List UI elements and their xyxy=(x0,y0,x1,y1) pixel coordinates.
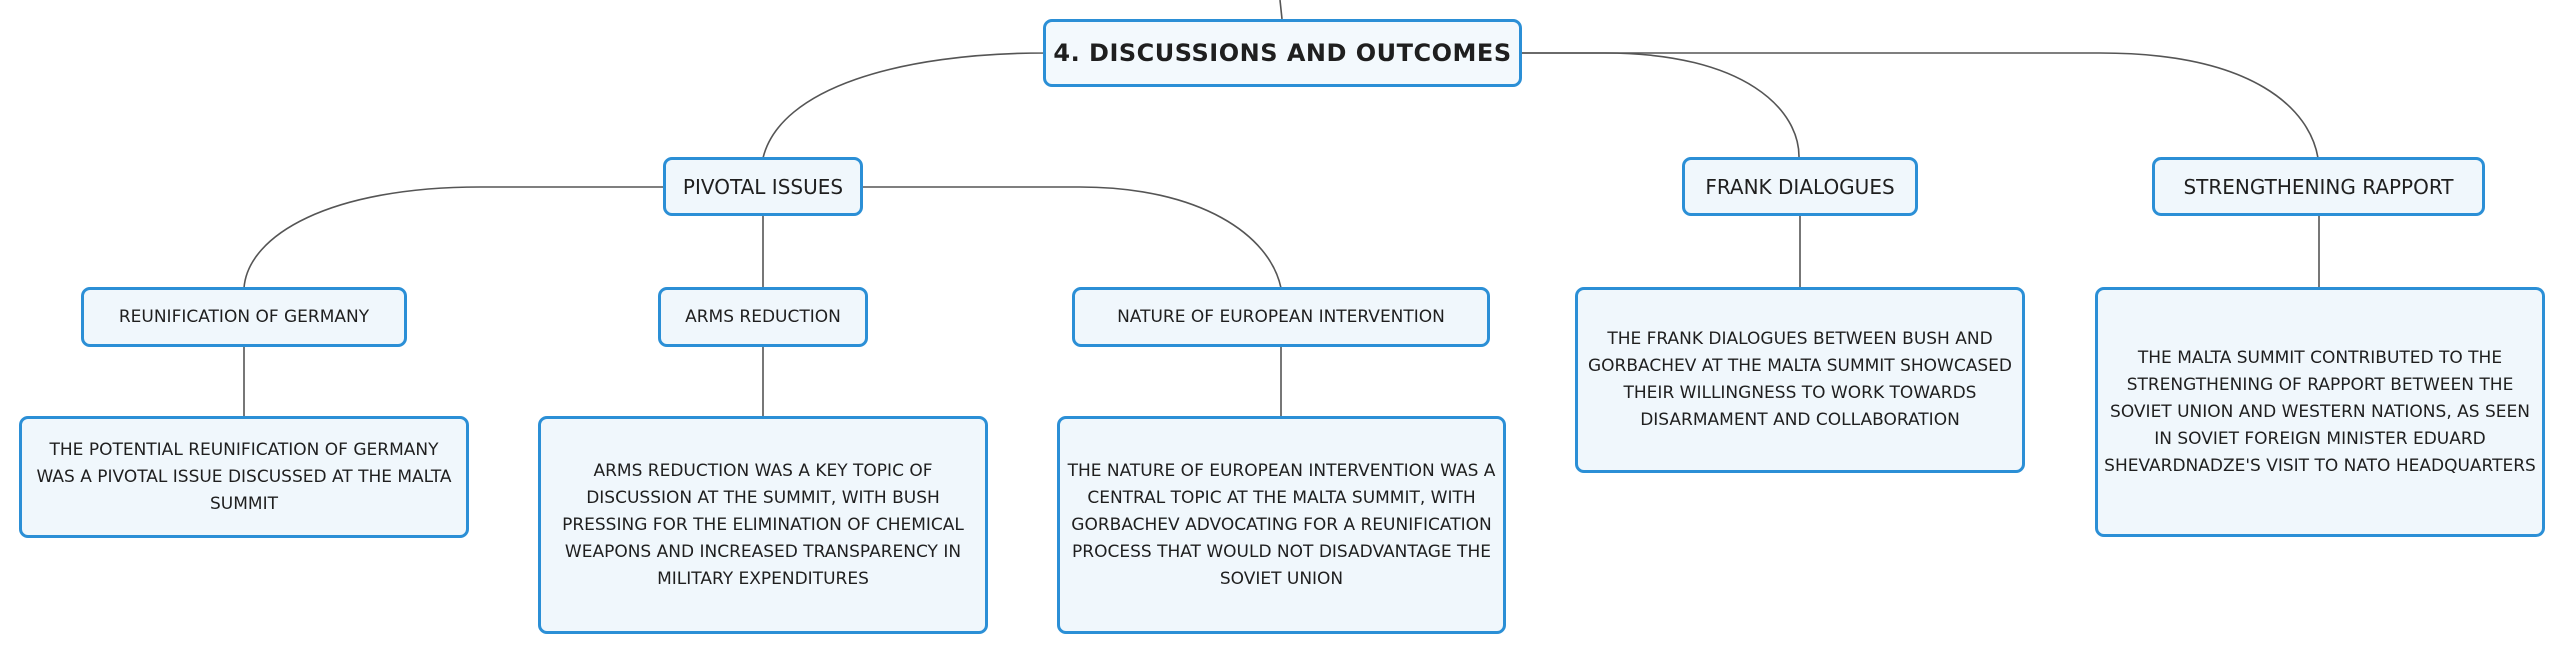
description-text: THE POTENTIAL REUNIFICATION OF GERMANY W… xyxy=(36,439,452,514)
branch-frank-dialogues[interactable]: FRANK DIALOGUES xyxy=(1682,157,1918,216)
connector-root-parent xyxy=(1279,0,1283,20)
branch-strengthening-rapport[interactable]: STRENGTHENING RAPPORT xyxy=(2152,157,2485,216)
root-node[interactable]: 4. DISCUSSIONS AND OUTCOMES xyxy=(1043,19,1522,87)
topic-label: REUNIFICATION OF GERMANY xyxy=(118,307,370,327)
connector-pivotal-european xyxy=(863,186,1282,289)
description-frank-dialogues[interactable]: THE FRANK DIALOGUES BETWEEN BUSH AND GOR… xyxy=(1575,287,2025,473)
description-text: THE NATURE OF EUROPEAN INTERVENTION WAS … xyxy=(1067,460,1496,589)
description-text: THE MALTA SUMMIT CONTRIBUTED TO THE STRE… xyxy=(2104,347,2536,476)
branch-pivotal-issues[interactable]: PIVOTAL ISSUES xyxy=(663,157,863,216)
connector-root-frank xyxy=(1522,52,1800,159)
root-node-label: 4. DISCUSSIONS AND OUTCOMES xyxy=(1053,39,1512,67)
description-strengthening-rapport[interactable]: THE MALTA SUMMIT CONTRIBUTED TO THE STRE… xyxy=(2095,287,2545,537)
description-text: THE FRANK DIALOGUES BETWEEN BUSH AND GOR… xyxy=(1588,329,2012,430)
branch-label: PIVOTAL ISSUES xyxy=(682,174,844,199)
topic-nature-of-european-intervention[interactable]: NATURE OF EUROPEAN INTERVENTION xyxy=(1072,287,1490,347)
description-arms-reduction[interactable]: ARMS REDUCTION WAS A KEY TOPIC OF DISCUS… xyxy=(538,416,988,634)
connector-root-pivotal xyxy=(762,52,1046,159)
description-nature-of-european-intervention[interactable]: THE NATURE OF EUROPEAN INTERVENTION WAS … xyxy=(1057,416,1506,634)
branch-label: STRENGTHENING RAPPORT xyxy=(2183,174,2454,199)
description-reunification-of-germany[interactable]: THE POTENTIAL REUNIFICATION OF GERMANY W… xyxy=(19,416,469,538)
topic-label: NATURE OF EUROPEAN INTERVENTION xyxy=(1117,307,1445,327)
description-text: ARMS REDUCTION WAS A KEY TOPIC OF DISCUS… xyxy=(562,460,964,589)
connector-root-rapport xyxy=(1522,52,2319,159)
topic-label: ARMS REDUCTION xyxy=(685,307,841,327)
branch-label: FRANK DIALOGUES xyxy=(1705,174,1895,199)
topic-arms-reduction[interactable]: ARMS REDUCTION xyxy=(658,287,868,347)
connector-pivotal-germany xyxy=(243,186,663,289)
topic-reunification-of-germany[interactable]: REUNIFICATION OF GERMANY xyxy=(81,287,407,347)
